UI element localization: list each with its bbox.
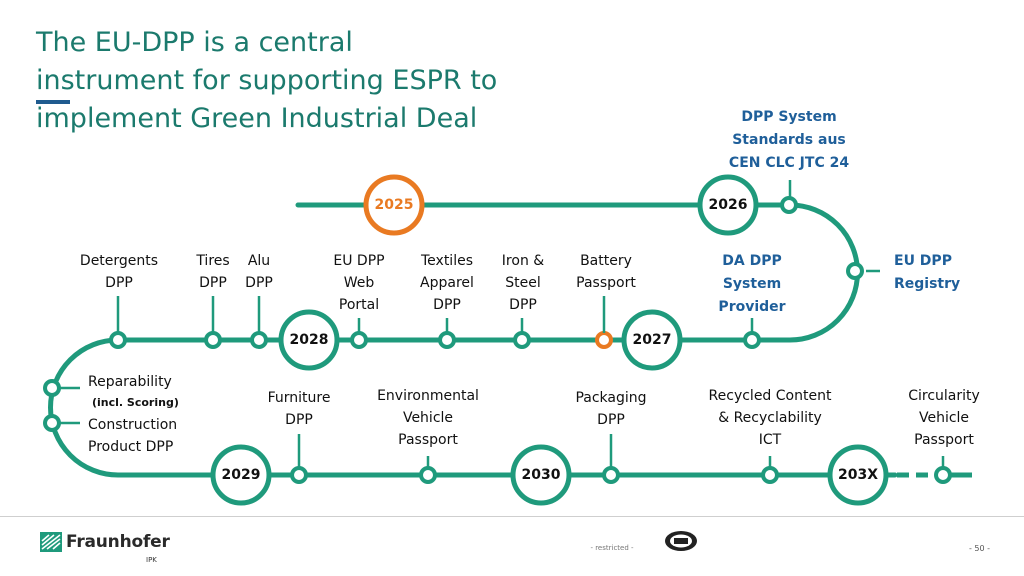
node-reparability bbox=[43, 379, 61, 397]
label-construction: Construction Product DPP bbox=[88, 417, 178, 455]
label-textiles: Textiles Apparel DPP bbox=[420, 253, 474, 313]
certification-seal-icon bbox=[665, 531, 697, 551]
label-eu-registry: EU DPP Registry bbox=[894, 253, 961, 292]
node-recycled-content bbox=[761, 466, 779, 484]
node-tires bbox=[204, 331, 222, 349]
label-dpp-standards: DPP System Standards aus CEN CLC JTC 24 bbox=[728, 109, 850, 171]
label-web-portal: EU DPP Web Portal bbox=[333, 253, 385, 313]
label-reparability: Reparability (incl. Scoring) bbox=[88, 374, 179, 409]
node-iron-steel bbox=[513, 331, 531, 349]
node-circularity-vehicle bbox=[934, 466, 952, 484]
node-battery bbox=[595, 331, 613, 349]
node-construction bbox=[43, 414, 61, 432]
label-da-provider: DA DPP System Provider bbox=[718, 253, 786, 315]
label-tires: Tires DPP bbox=[196, 253, 230, 291]
title-accent-bar bbox=[36, 100, 70, 104]
node-furniture bbox=[290, 466, 308, 484]
title-line-2: instrument for supporting ESPR to bbox=[36, 65, 498, 96]
year-node-203x bbox=[827, 444, 889, 506]
fraunhofer-logo: Fraunhofer bbox=[40, 532, 170, 552]
node-environmental-vehicle bbox=[419, 466, 437, 484]
footer-divider bbox=[0, 516, 1024, 517]
logo-text: Fraunhofer bbox=[66, 532, 170, 552]
label-circularity-vehicle: Circularity Vehicle Passport bbox=[908, 388, 980, 448]
label-packaging: Packaging DPP bbox=[575, 390, 647, 428]
year-node-2025 bbox=[363, 174, 425, 236]
label-iron-steel: Iron & Steel DPP bbox=[501, 253, 545, 313]
title-line-1: The EU-DPP is a central bbox=[36, 27, 353, 58]
label-battery-passport: Battery Passport bbox=[576, 253, 636, 291]
label-recycled-content: Recycled Content & Recyclability ICT bbox=[708, 388, 832, 448]
year-2025: 2025 bbox=[374, 197, 414, 213]
year-node-2026 bbox=[697, 174, 759, 236]
logo-subtitle: IPK bbox=[146, 556, 157, 564]
year-node-2028 bbox=[278, 309, 340, 371]
year-node-2030 bbox=[510, 444, 572, 506]
fraunhofer-mark-icon bbox=[40, 532, 62, 552]
title-line-3: implement Green Industrial Deal bbox=[36, 103, 478, 134]
year-node-2027 bbox=[621, 309, 683, 371]
node-packaging bbox=[602, 466, 620, 484]
year-2026: 2026 bbox=[708, 197, 748, 213]
node-web-portal bbox=[350, 331, 368, 349]
year-2029: 2029 bbox=[221, 467, 261, 483]
classification-label: - restricted - bbox=[590, 544, 634, 552]
year-2030: 2030 bbox=[521, 467, 561, 483]
label-alu: Alu DPP bbox=[245, 253, 273, 291]
label-furniture: Furniture DPP bbox=[267, 390, 331, 428]
label-detergents: Detergents DPP bbox=[79, 253, 159, 291]
year-2028: 2028 bbox=[289, 332, 329, 348]
label-environmental-vehicle: Environmental Vehicle Passport bbox=[377, 388, 479, 448]
node-alu bbox=[250, 331, 268, 349]
node-detergents bbox=[109, 331, 127, 349]
page-number: - 50 - bbox=[968, 544, 990, 553]
year-node-2029 bbox=[210, 444, 272, 506]
slide-title: The EU-DPP is a central instrument for s… bbox=[36, 24, 596, 138]
year-203x: 203X bbox=[837, 467, 879, 483]
node-eu-registry bbox=[846, 262, 864, 280]
node-da-provider bbox=[743, 331, 761, 349]
node-dpp-standards bbox=[780, 196, 798, 214]
node-textiles bbox=[438, 331, 456, 349]
year-2027: 2027 bbox=[632, 332, 672, 348]
